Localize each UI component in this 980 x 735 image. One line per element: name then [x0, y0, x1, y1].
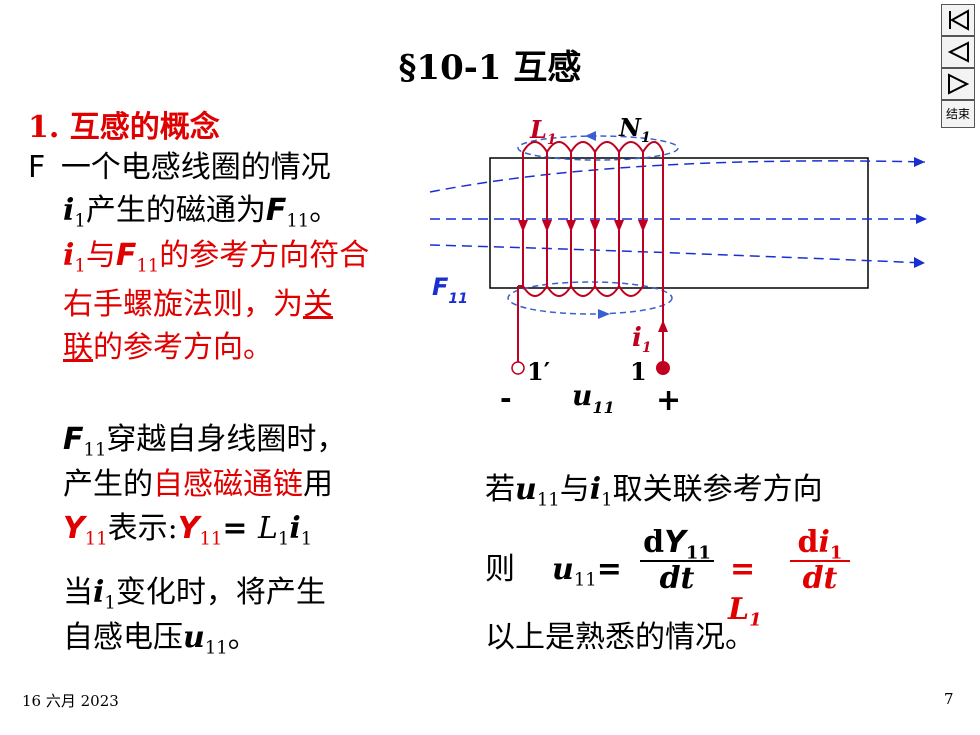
prev-slide-icon [947, 41, 969, 63]
magnetic-core [489, 157, 869, 289]
prev-slide-button[interactable] [941, 36, 975, 68]
flux-line-bottom [429, 244, 926, 264]
end-show-button[interactable]: 结束 [941, 100, 975, 128]
flux-linkage-loop-top [517, 135, 679, 161]
flux-linkage-loop-bottom [507, 281, 673, 315]
phi11-label: F11 [432, 273, 468, 307]
page-number: 7 [944, 690, 954, 708]
association-condition: 若u11与i1取关联参考方向 [485, 472, 823, 511]
single-coil-text: 一个电感线圈的情况 [60, 150, 331, 185]
flux-linkage-line: 产生的自感磁通链用 [63, 467, 333, 502]
N1-label: N1 [618, 113, 651, 146]
bullet-symbol: F [28, 150, 46, 185]
plus-sign: + [656, 383, 681, 418]
section-heading: 1. 互感的概念 [28, 110, 220, 145]
fraction-di-dt: di1 dt [790, 526, 850, 596]
i1-label: i1 [632, 323, 652, 356]
self-voltage-line: 自感电压u11。 [63, 620, 258, 659]
node-1-label: 1 [630, 357, 647, 386]
when-line: 当i1变化时，将产生 [63, 575, 326, 614]
right-hand-rule-line1: i1与F11的参考方向符合 [63, 238, 370, 277]
right-hand-rule-line2: 右手螺旋法则，为关 [63, 287, 333, 322]
right-hand-rule-line3: 联的参考方向。 [63, 330, 273, 365]
first-slide-icon [949, 9, 969, 31]
flux-cross-line: F11穿越自身线圈时， [63, 422, 347, 461]
u11-label: u11 [572, 379, 615, 417]
bullet-line: F 一个电感线圈的情况 [28, 150, 331, 186]
L1-coefficient: L1 [728, 592, 762, 631]
familiar-case-text: 以上是熟悉的情况。 [485, 620, 755, 655]
L1-label: L1 [529, 115, 557, 148]
flux-line: i1产生的磁通为F11。 [63, 193, 340, 232]
terminal-1prime [511, 361, 525, 375]
eq-sign-2: = [730, 552, 756, 587]
next-slide-button[interactable] [941, 68, 975, 100]
eq-lhs: u11= [552, 552, 622, 591]
terminal-1 [656, 361, 670, 375]
next-slide-icon [948, 73, 970, 95]
flux-line-top [429, 160, 926, 193]
fraction-dpsi-dt: dY11 dt [640, 526, 714, 596]
page-title: §10-1 互感 [398, 48, 582, 88]
psi-definition-line: Y11表示:Y11= L1i1 [63, 511, 313, 550]
then-label: 则 [485, 552, 515, 587]
coil-winding [517, 141, 664, 365]
footer-date: 16 六月 2023 [22, 692, 119, 710]
node-1prime-label: 1′ [527, 357, 550, 386]
coil-diagram: L1 N1 F11 i1 1′ 1 - u11 + [429, 113, 927, 418]
first-slide-button[interactable] [941, 4, 975, 36]
minus-sign: - [500, 382, 512, 415]
